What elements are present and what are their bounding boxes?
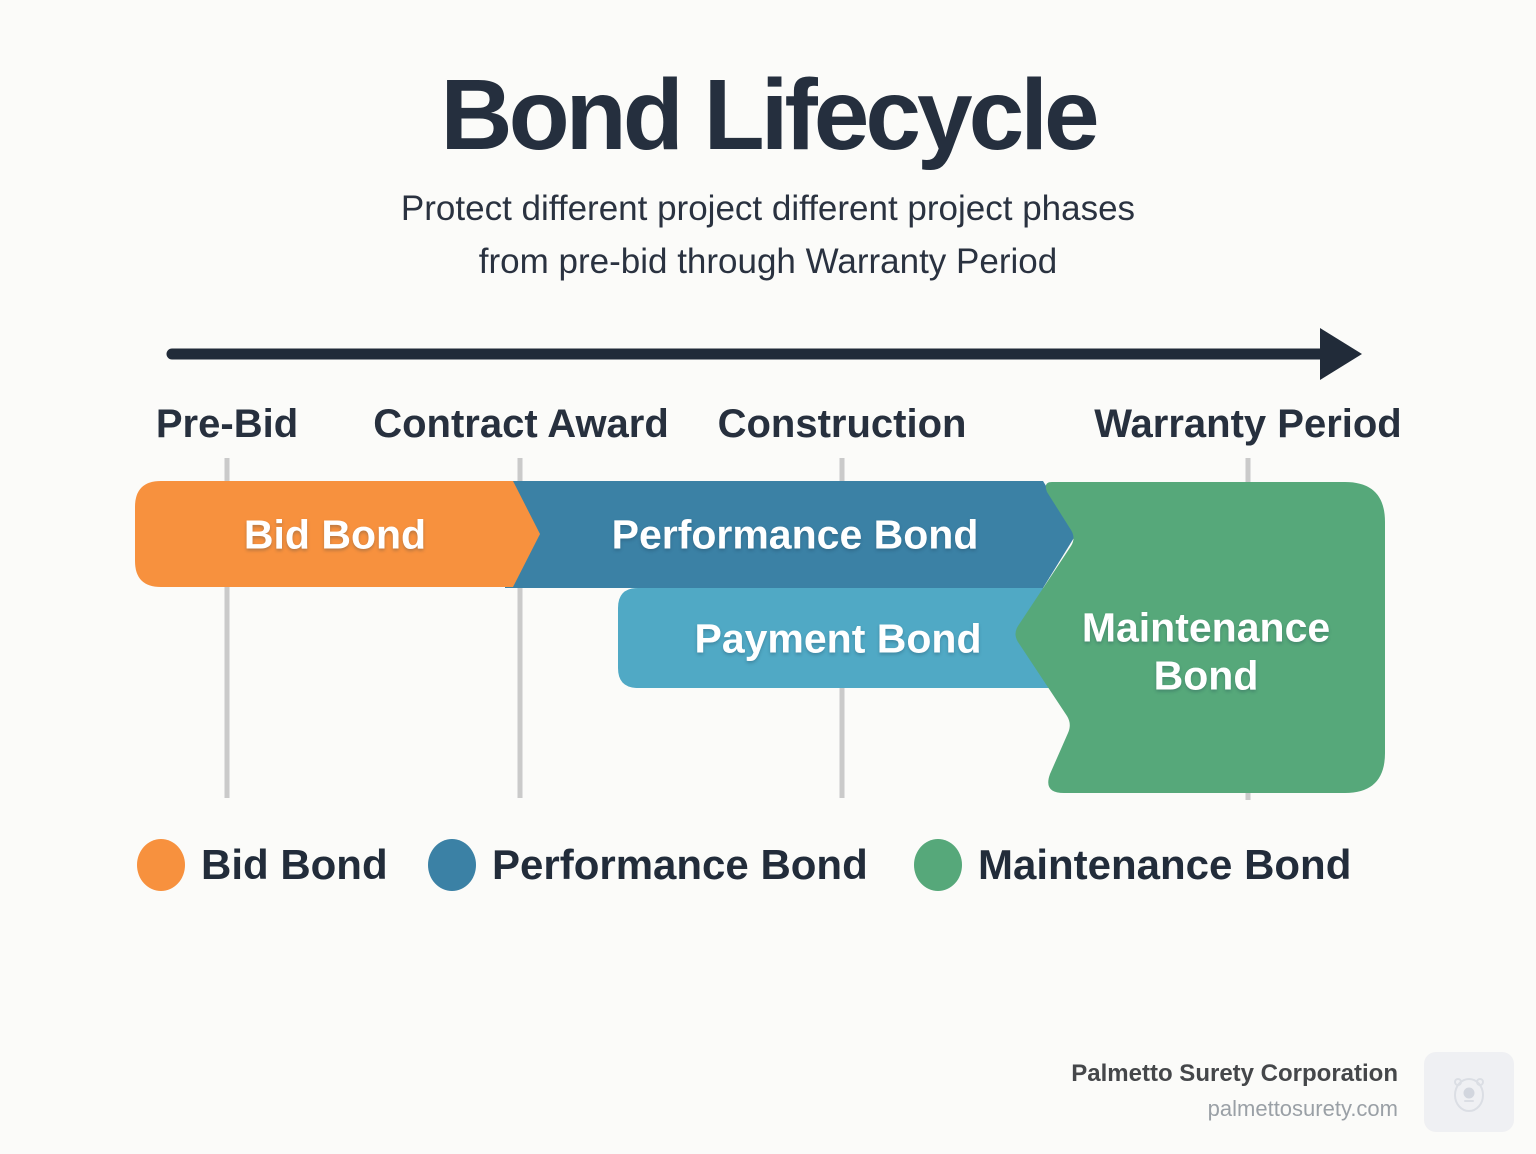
maintenance-bond-block bbox=[1015, 482, 1385, 793]
phase-label-pre-bid: Pre-Bid bbox=[155, 402, 299, 446]
bid-bond-bar-label: Bid Bond bbox=[243, 511, 427, 558]
watermark-icon bbox=[1454, 1078, 1484, 1112]
legend-item-maintenance-bond: Maintenance Bond bbox=[914, 837, 1351, 893]
maintenance-bond-swatch-circle bbox=[914, 839, 962, 891]
phase-label-contract-award: Contract Award bbox=[373, 402, 669, 446]
payment-bond-bar-label: Payment Bond bbox=[694, 615, 982, 662]
footer-badge bbox=[1424, 1052, 1514, 1132]
performance-bond-swatch-icon bbox=[428, 839, 476, 891]
legend-label-performance-bond: Performance Bond bbox=[492, 841, 868, 888]
right-arrow-icon bbox=[166, 328, 1362, 380]
bid-bond-swatch-icon bbox=[137, 839, 185, 891]
arrow-head bbox=[1320, 328, 1362, 380]
bid-bond-swatch-circle bbox=[137, 839, 185, 891]
performance-bond-bar bbox=[505, 481, 1076, 588]
payment-bond-bar bbox=[618, 588, 1055, 688]
legend-label-bid-bond: Bid Bond bbox=[201, 841, 388, 888]
page-subtitle: Protect different project different proj… bbox=[400, 189, 1136, 282]
footer-attribution: Palmetto Surety Corporation palmettosure… bbox=[1071, 1060, 1398, 1122]
phase-label-construction: Construction bbox=[717, 402, 967, 446]
legend-item-performance-bond: Performance Bond bbox=[428, 837, 868, 893]
performance-bond-bar-label: Performance Bond bbox=[611, 511, 979, 558]
footer-website: palmettosurety.com bbox=[1207, 1096, 1398, 1121]
phase-label-warranty-period: Warranty Period bbox=[1094, 402, 1402, 446]
page-title: Bond Lifecycle bbox=[440, 59, 1099, 171]
maintenance-bond-swatch-icon bbox=[914, 839, 962, 891]
footer-company-name: Palmetto Surety Corporation bbox=[1071, 1060, 1398, 1087]
legend-label-maintenance-bond: Maintenance Bond bbox=[978, 841, 1352, 888]
bid-bond-bar bbox=[135, 481, 540, 587]
legend-item-bid-bond: Bid Bond bbox=[137, 837, 388, 893]
maintenance-bond-bar-label: Maintenance Bond bbox=[1081, 604, 1331, 699]
performance-bond-swatch-circle bbox=[428, 839, 476, 891]
